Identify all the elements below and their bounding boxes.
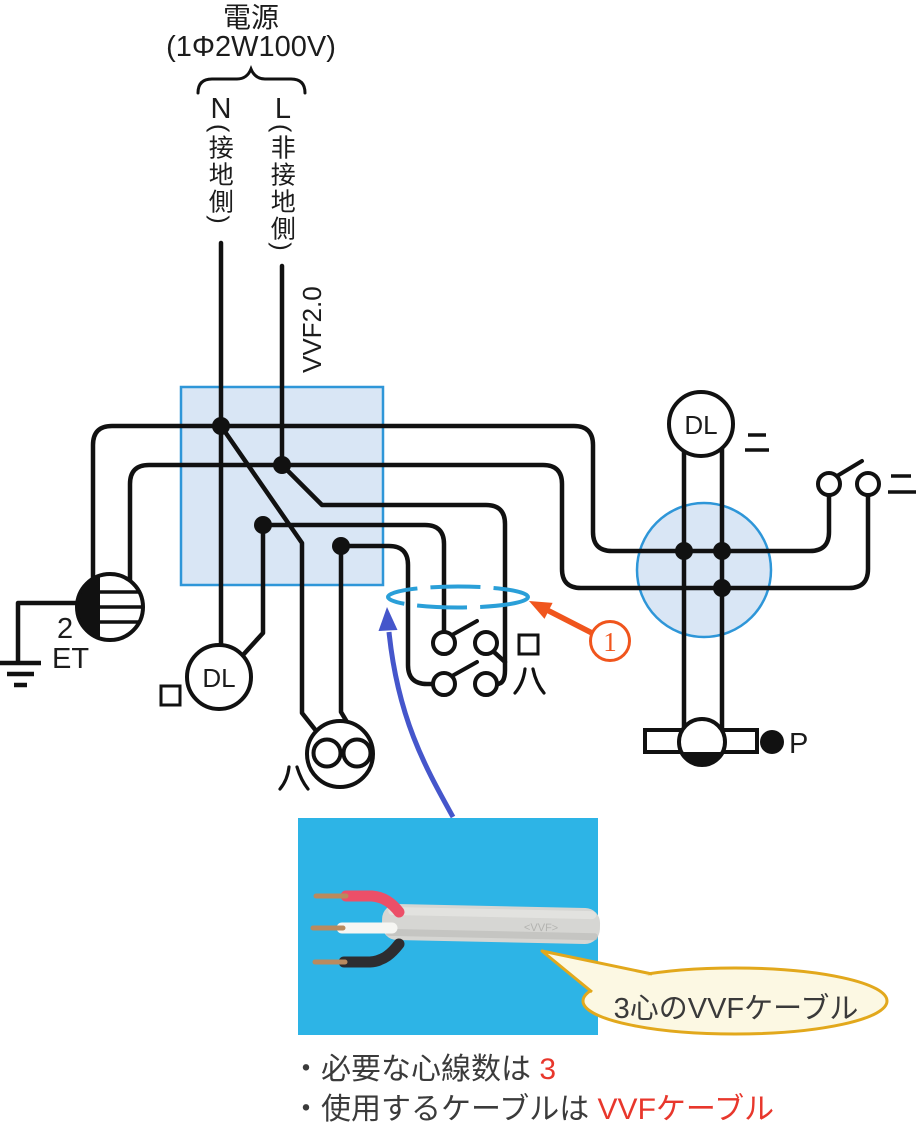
marker1-digit: 1 bbox=[603, 627, 617, 657]
neutral-side-label: (接地側) bbox=[205, 124, 234, 226]
photo-arrow-shaft bbox=[386, 631, 456, 819]
switch-ha-terminal-left bbox=[431, 671, 457, 697]
switch-ni-lever bbox=[835, 459, 864, 478]
marker1-arrowhead bbox=[529, 601, 553, 619]
junction-dot bbox=[212, 417, 230, 435]
note-cable-type: ・使用するケーブルは VVFケーブル bbox=[291, 1084, 774, 1128]
outlet-lens bbox=[78, 576, 100, 638]
cable-conductors bbox=[310, 893, 349, 965]
wire-neutral-to-round-box bbox=[218, 423, 832, 554]
switch-ha-terminal-right bbox=[473, 671, 499, 697]
outlet-lines bbox=[100, 590, 143, 624]
marker1-annotation: 1 bbox=[529, 601, 631, 662]
junction-dots bbox=[212, 417, 731, 597]
circuit-label-ro-switch bbox=[517, 633, 540, 656]
downlight-left-label: DL bbox=[202, 663, 235, 693]
ceiling-receptacle-symbol bbox=[305, 719, 375, 789]
circuit-label-ro-downlight bbox=[159, 684, 182, 707]
marker1-circle bbox=[589, 620, 631, 662]
note-core-count-value: 3 bbox=[539, 1053, 557, 1086]
junction-dot bbox=[675, 542, 693, 560]
balloon-ellipse bbox=[581, 966, 889, 1036]
junction-dot bbox=[254, 516, 272, 534]
ha-stroke-left bbox=[513, 667, 527, 695]
switch-ha-lever bbox=[450, 660, 479, 678]
power-brace bbox=[196, 64, 307, 95]
cable-highlight-ellipse bbox=[386, 584, 530, 610]
wire-neutral-to-outlet bbox=[90, 423, 224, 581]
ha-stroke-right bbox=[531, 667, 546, 695]
wire-switch-jumper bbox=[491, 649, 508, 665]
pull-switch-label: P bbox=[789, 728, 808, 760]
junction-dot bbox=[713, 579, 731, 597]
circuit-label-ha-ceiling bbox=[278, 765, 310, 791]
wire-live-to-outlet bbox=[127, 462, 285, 584]
live-side-label: (非接地側) bbox=[267, 124, 296, 253]
balloon-text: 3心のVVFケーブル bbox=[613, 993, 859, 1025]
earth-symbol bbox=[0, 660, 41, 688]
outlet-quantity-label: 2 bbox=[57, 613, 73, 645]
note-cable-type-value: VVFケーブル bbox=[597, 1093, 775, 1126]
ha-stroke-right bbox=[295, 765, 310, 791]
cable-core-black bbox=[338, 938, 405, 968]
switch-ro-lever bbox=[450, 619, 479, 637]
circuit-label-ha-switch bbox=[513, 667, 546, 695]
marker1-arrow-shaft bbox=[546, 608, 595, 636]
wire-earth-lead bbox=[15, 600, 81, 665]
pull-lamp-symbol bbox=[643, 717, 784, 767]
cable-core-red bbox=[340, 890, 405, 918]
junction-dot bbox=[713, 542, 731, 560]
circuit-label-ni-downlight bbox=[745, 433, 769, 452]
power-spec: (1Φ2W100V) bbox=[166, 31, 336, 63]
ha-stroke-left bbox=[278, 765, 291, 791]
cable-sheath-highlight bbox=[388, 906, 597, 920]
junction-dot bbox=[332, 537, 350, 555]
cable-sheath-shadow bbox=[385, 928, 598, 941]
cable-sheath-group: <VVF> bbox=[381, 904, 601, 944]
note-core-count: ・必要な心線数は 3 bbox=[291, 1044, 556, 1088]
power-label: 電源 bbox=[222, 2, 279, 33]
switch-ni-terminal-right bbox=[855, 471, 881, 497]
photo-arrow bbox=[378, 607, 456, 819]
downlight-right-circle bbox=[667, 390, 735, 458]
outlet-et-symbol bbox=[75, 572, 145, 642]
switch-ro-terminal-left bbox=[431, 630, 457, 656]
wire-to-ceiling-receptacle-2 bbox=[338, 543, 350, 725]
downlight-right-label: DL bbox=[684, 410, 717, 440]
neutral-terminal-label: N bbox=[210, 93, 232, 125]
junction-dot bbox=[273, 456, 291, 474]
switch-ro-terminal-right bbox=[473, 630, 499, 656]
ceiling-receptacle-inner-left bbox=[311, 737, 343, 769]
note-core-count-prefix: ・必要な心線数は bbox=[291, 1053, 540, 1086]
pull-lamp-shade bbox=[681, 752, 723, 765]
vvf-cable-photo: <VVF> bbox=[298, 818, 601, 1035]
callout-balloon bbox=[540, 949, 889, 1036]
photo-arrowhead bbox=[378, 607, 398, 631]
wires bbox=[15, 240, 871, 735]
wire-to-ceiling-receptacle bbox=[218, 423, 320, 735]
note-cable-type-prefix: ・使用するケーブルは bbox=[291, 1093, 598, 1126]
switch-ni-terminal-left bbox=[816, 471, 842, 497]
cable-size-label: VVF2.0 bbox=[297, 286, 327, 373]
switch-ro-ha-group bbox=[431, 619, 499, 697]
balloon-tail bbox=[540, 949, 653, 994]
ceiling-receptacle-inner-right bbox=[341, 737, 373, 769]
cable-emboss-text: <VVF> bbox=[524, 922, 558, 935]
circuit-label-ni-switch bbox=[888, 474, 916, 494]
wire-live-to-switches bbox=[279, 462, 508, 687]
junction-box-round bbox=[635, 501, 773, 639]
downlight-left-circle bbox=[185, 643, 253, 711]
switch-ni-group bbox=[816, 459, 881, 497]
outlet-type-label: ET bbox=[52, 643, 89, 675]
wire-to-switch-ha bbox=[338, 543, 436, 687]
pull-switch-dot bbox=[760, 730, 784, 754]
wire-to-switch-ro bbox=[260, 522, 447, 635]
wire-to-downlight-left bbox=[240, 522, 266, 658]
wire-live-to-round-box bbox=[279, 462, 871, 591]
live-terminal-label: L bbox=[274, 93, 292, 125]
